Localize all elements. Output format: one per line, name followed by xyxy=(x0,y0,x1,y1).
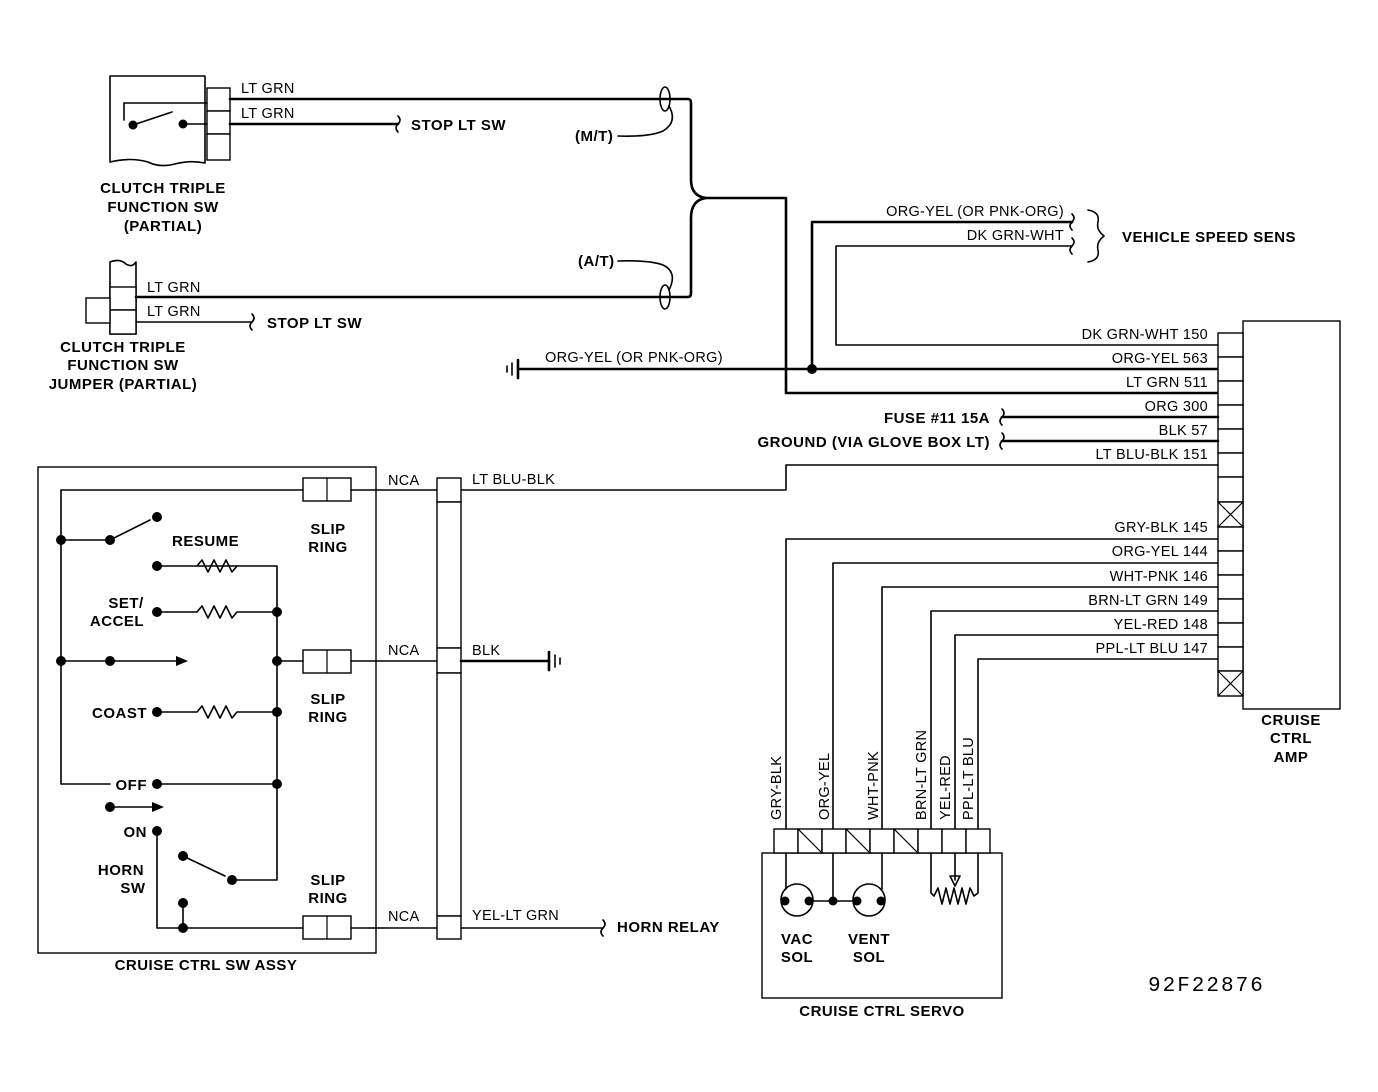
wire-lt-blu-blk: LT BLU-BLK xyxy=(472,472,555,488)
jumper-title-2: FUNCTION SW xyxy=(67,357,179,374)
amp-pin-149: BRN-LT GRN 149 xyxy=(1088,593,1208,609)
amp-pin-511: LT GRN 511 xyxy=(1126,375,1208,391)
clutch-stop-lt-sw: STOP LT SW xyxy=(411,117,506,134)
nca-mid: NCA xyxy=(388,643,420,659)
jumper-wire-2: LT GRN xyxy=(147,304,201,320)
servo-wire-yel-red: YEL-RED xyxy=(938,755,954,820)
connector-strip: NCA NCA NCA LT BLU-BLK BLK YEL-LT GRN xyxy=(350,472,559,940)
servo-wire-gry-blk: GRY-BLK xyxy=(769,756,785,820)
amp-pin-146: WHT-PNK 146 xyxy=(1110,569,1208,585)
clutch-switch: CLUTCH TRIPLE FUNCTION SW (PARTIAL) xyxy=(100,75,231,235)
figure-code: 92F22876 xyxy=(1148,975,1265,998)
coast-label: COAST xyxy=(92,705,147,722)
servo-wire-org-yel: ORG-YEL xyxy=(817,753,833,820)
nca-bot: NCA xyxy=(388,909,420,925)
cruise-amp: CRUISE CTRL AMP xyxy=(1217,320,1341,766)
amp-title-3: AMP xyxy=(1274,749,1309,766)
clutch-switch-title-2: FUNCTION SW xyxy=(107,199,219,216)
amp-pin-300: ORG 300 xyxy=(1145,399,1208,415)
horn-sw-label-2: SW xyxy=(120,880,146,897)
fuse-label: FUSE #11 15A xyxy=(884,410,990,427)
switch-assembly: RESUME SET/ ACCEL COAST OFF ON HORN SW S… xyxy=(37,466,377,974)
vent-sol-2: SOL xyxy=(853,949,885,966)
nca-top: NCA xyxy=(388,473,420,489)
jumper-wire-1: LT GRN xyxy=(147,280,201,296)
amp-pin-148: YEL-RED 148 xyxy=(1114,617,1208,633)
amp-pin-147: PPL-LT BLU 147 xyxy=(1096,641,1208,657)
slip-ring-2-b: RING xyxy=(308,709,348,726)
slip-ring-3-b: RING xyxy=(308,890,348,907)
set-accel-label-1: SET/ xyxy=(108,595,144,612)
vent-sol-1: VENT xyxy=(848,931,890,948)
on-label: ON xyxy=(124,824,148,841)
horn-relay-label: HORN RELAY xyxy=(617,919,720,936)
ground-label: GROUND (VIA GLOVE BOX LT) xyxy=(758,434,991,451)
slip-ring-2-a: SLIP xyxy=(310,691,345,708)
slip-ring-1-b: RING xyxy=(308,539,348,556)
jumper-title-3: JUMPER (PARTIAL) xyxy=(49,376,198,393)
wire-yel-lt-grn: YEL-LT GRN xyxy=(472,908,559,924)
off-label: OFF xyxy=(116,777,148,794)
slip-ring-1-a: SLIP xyxy=(310,521,345,538)
speed-wire-2: DK GRN-WHT xyxy=(967,228,1064,244)
amp-pin-57: BLK 57 xyxy=(1159,423,1208,439)
speed-wire-1: ORG-YEL (OR PNK-ORG) xyxy=(886,204,1064,220)
amp-pin-563: ORG-YEL 563 xyxy=(1112,351,1208,367)
switch-assy-title: CRUISE CTRL SW ASSY xyxy=(115,957,298,974)
servo-title: CRUISE CTRL SERVO xyxy=(799,1003,964,1020)
amp-pin-144: ORG-YEL 144 xyxy=(1112,544,1208,560)
clutch-wire-1: LT GRN xyxy=(241,81,295,97)
servo-wire-brn-lt-grn: BRN-LT GRN xyxy=(914,730,930,820)
set-accel-label-2: ACCEL xyxy=(90,613,144,630)
clutch-switch-title-1: CLUTCH TRIPLE xyxy=(100,180,226,197)
amp-pin-145: GRY-BLK 145 xyxy=(1114,520,1208,536)
resume-label: RESUME xyxy=(172,533,239,550)
servo-wire-wht-pnk: WHT-PNK xyxy=(866,751,882,820)
clutch-wire-2: LT GRN xyxy=(241,106,295,122)
ground-wire-label: ORG-YEL (OR PNK-ORG) xyxy=(545,350,723,366)
amp-title-2: CTRL xyxy=(1270,730,1312,747)
clutch-switch-title-3: (PARTIAL) xyxy=(124,218,202,235)
amp-pin-150: DK GRN-WHT 150 xyxy=(1082,327,1208,343)
speed-sensor-label: VEHICLE SPEED SENS xyxy=(1122,229,1296,246)
jumper-title-1: CLUTCH TRIPLE xyxy=(60,339,186,356)
vac-sol-1: VAC xyxy=(781,931,813,948)
vac-sol-2: SOL xyxy=(781,949,813,966)
auto-transmission: (A/T) xyxy=(578,253,615,270)
jumper-switch: CLUTCH TRIPLE FUNCTION SW JUMPER (PARTIA… xyxy=(49,259,198,393)
jumper-stop-lt-sw: STOP LT SW xyxy=(267,315,362,332)
slip-ring-3-a: SLIP xyxy=(310,872,345,889)
manual-transmission: (M/T) xyxy=(575,128,613,145)
cruise-servo: VAC SOL VENT SOL CRUISE CTRL SERVO xyxy=(761,828,1003,1020)
horn-sw-label-1: HORN xyxy=(98,862,144,879)
wire-blk: BLK xyxy=(472,643,500,659)
amp-pin-151: LT BLU-BLK 151 xyxy=(1096,447,1208,463)
amp-title-1: CRUISE xyxy=(1261,712,1321,729)
servo-wire-ppl-lt-blu: PPL-LT BLU xyxy=(961,737,977,820)
